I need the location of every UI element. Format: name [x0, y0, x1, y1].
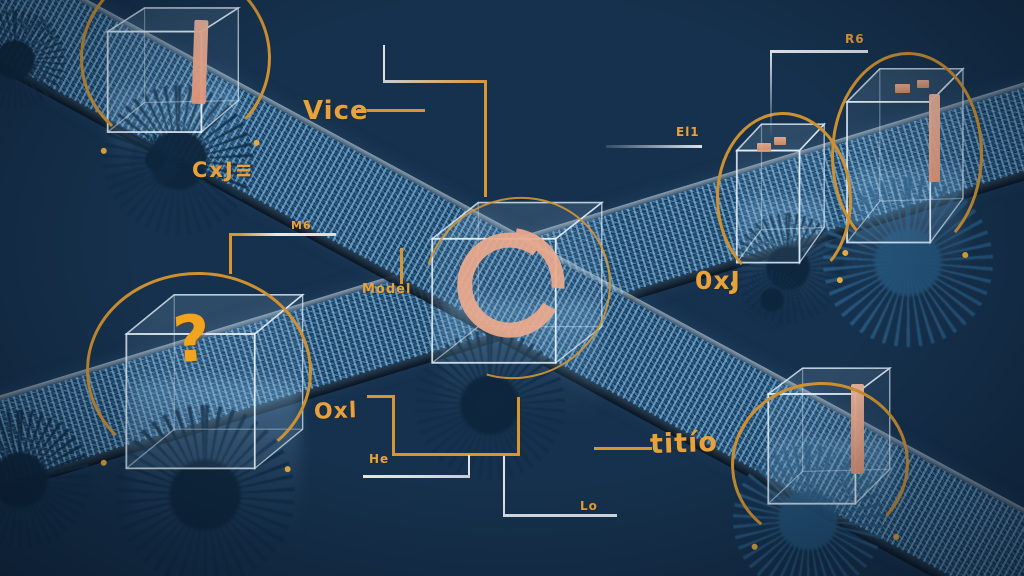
he-pointer-line — [363, 475, 470, 478]
el1-pointer-line — [606, 145, 702, 148]
model-pointer-line — [400, 248, 403, 284]
label-vice: Vice — [303, 96, 369, 126]
label-oxj: 0xJ — [695, 266, 741, 295]
question-mark-icon: ? — [170, 301, 213, 379]
label-cxj: CxJ≡ — [192, 158, 255, 182]
oxl-bracket — [367, 395, 395, 398]
label-titio: titío — [649, 426, 719, 461]
bracket-top-horizontal — [383, 80, 487, 83]
label-lo: Lo — [580, 499, 598, 513]
r6-pointer-line — [770, 50, 868, 53]
lo-pointer-line — [503, 514, 617, 517]
oxl-bracket — [392, 395, 395, 456]
titio-pointer-line — [594, 447, 652, 450]
label-el1: El1 — [676, 125, 700, 139]
lo-bracket — [503, 456, 505, 517]
label-r6: R6 — [845, 32, 865, 46]
r6-drop-line — [770, 50, 772, 138]
label-model: Model — [362, 282, 412, 297]
bracket-top-drop — [484, 80, 487, 197]
oxl-bracket — [392, 453, 520, 456]
label-he: He — [369, 452, 390, 466]
oxl-bracket — [517, 397, 520, 456]
m6-drop-line — [229, 233, 232, 274]
bracket-top-vertical — [383, 45, 385, 82]
label-m6: M6 — [291, 219, 312, 232]
m6-pointer-line — [229, 233, 336, 236]
label-oxl: Oxl — [313, 398, 358, 425]
